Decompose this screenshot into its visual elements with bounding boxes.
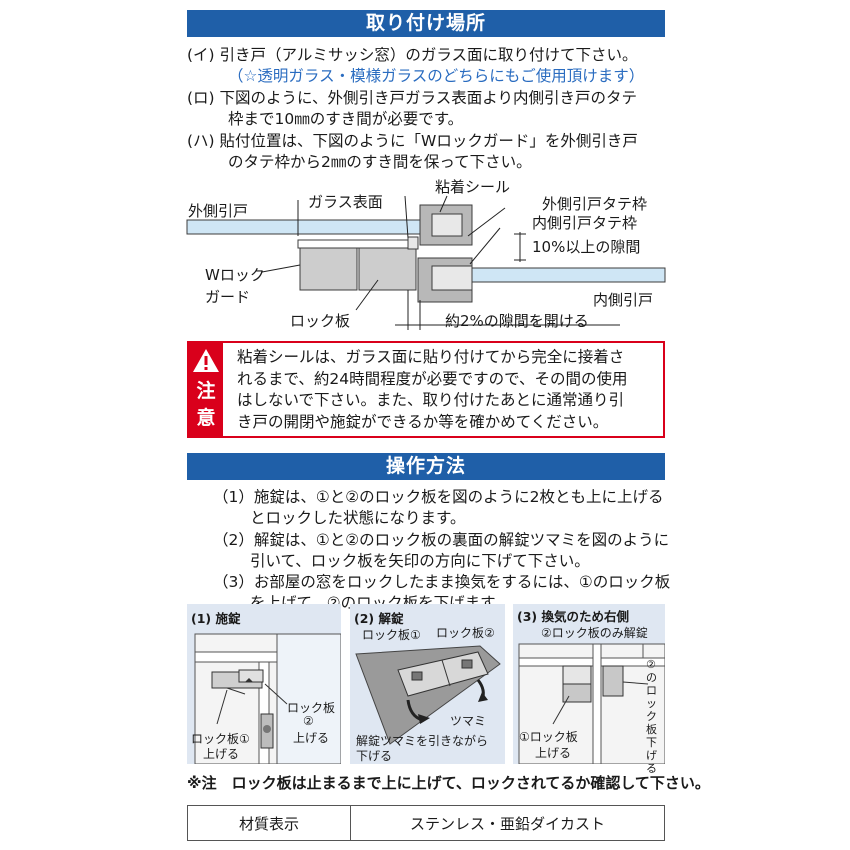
panel-vent-title-a: (3) 換気のため右側	[517, 609, 629, 624]
panel-lock-plate2-a: ロック板	[287, 701, 336, 715]
caution-line-2: れるまで、約24時間程度が必要ですので、その間の使用	[237, 369, 628, 388]
panel-unlock-illustration	[355, 645, 501, 745]
warning-triangle-icon	[193, 349, 219, 372]
install-item-ro-cont: 枠まで10㎜のすき間が必要です。	[228, 110, 464, 128]
install-item-i: (イ) 引き戸（アルミサッシ窓）のガラス面に取り付けて下さい。	[187, 46, 638, 64]
panel-vent-title-b: ②ロック板のみ解錠	[541, 626, 648, 640]
install-item-ha: (ハ) 貼付位置は、下図のように「Wロックガード」を外側引き戸	[187, 132, 638, 150]
operation-step-3: （3）お部屋の窓をロックしたまま換気をするには、①のロック板	[213, 573, 671, 591]
panel-lock-plate1-b: 上げる	[203, 747, 240, 761]
label-outer-door: 外側引戸	[188, 202, 249, 220]
panel-lock-plate2-b: ②	[303, 714, 314, 728]
panel-vent-plate2-vertical: ②のロック板下げる	[646, 658, 657, 775]
label-glass-surface: ガラス表面	[308, 193, 383, 211]
panel-lock-illustration	[194, 633, 341, 764]
panel-unlock: (2) 解錠 ロック板① ロック板② ツマミ 解錠ツマミを引きながら 下げる	[350, 604, 505, 764]
panel-unlock-knob: ツマミ	[450, 714, 487, 728]
operation-step-1: （1）施錠は、①と②のロック板を図のように2枚とも上に上げる	[213, 488, 664, 506]
panel-lock-title: (1) 施錠	[191, 611, 241, 626]
panel-vent-plate1-b: 上げる	[535, 746, 572, 760]
caution-side-bar: 注 意	[189, 343, 223, 436]
label-inner-door: 内側引戸	[593, 291, 654, 309]
operation-step-1-cont: とロックした状態になります。	[250, 509, 466, 527]
panel-lock-plate1-a: ロック板①	[191, 732, 250, 746]
caution-icon-char-1: 注	[196, 380, 216, 402]
label-inner-frame: 内側引戸タテ枠	[532, 214, 638, 232]
panel-unlock-title: (2) 解錠	[354, 611, 404, 626]
material-value: ステンレス・亜鉛ダイカスト	[350, 805, 665, 841]
label-outer-frame: 外側引戸タテ枠	[542, 195, 648, 213]
panel-unlock-note-b: 下げる	[356, 749, 393, 763]
caution-line-3: はしないで下さい。また、取り付けたあとに通常通り引	[237, 391, 625, 409]
label-lock-plate: ロック板	[290, 312, 351, 330]
operation-step-2: （2）解錠は、①と②のロック板の裏面の解錠ツマミを図のように	[213, 531, 670, 549]
label-w-lock-1: Wロック	[205, 266, 265, 284]
caution-line-1: 粘着シールは、ガラス面に貼り付けてから完全に接着さ	[237, 348, 625, 366]
operation-section-header: 操作方法	[187, 453, 665, 480]
caution-line-4: き戸の開閉や施錠ができるか等を確かめてください。	[237, 412, 609, 431]
caution-icon-char-2: 意	[196, 407, 216, 429]
install-item-ro: (ロ) 下図のように、外側引き戸ガラス表面より内側引き戸のタテ	[187, 89, 637, 107]
panel-unlock-plate1: ロック板①	[362, 628, 421, 642]
label-gap-10: 10%以上の隙間	[532, 238, 641, 256]
operation-step-2-cont: 引いて、ロック板を矢印の方向に下げて下さい。	[250, 552, 590, 570]
caution-box: 注 意 粘着シールは、ガラス面に貼り付けてから完全に接着さ れるまで、約24時間…	[187, 341, 665, 438]
install-item-i-note: （☆透明ガラス・模様ガラスのどちらにもご使用頂けます）	[228, 67, 645, 85]
panel-vent: (3) 換気のため右側 ②ロック板のみ解錠 ①ロック板 上げる ②のロック板下げ…	[513, 604, 665, 775]
install-section-header: 取り付け場所	[187, 10, 665, 37]
material-row: 材質表示 ステンレス・亜鉛ダイカスト	[187, 805, 665, 841]
panel-lock: (1) 施錠 ロック板① 上げる ロック板 ② 上げる	[187, 604, 341, 764]
caution-text: 粘着シールは、ガラス面に貼り付けてから完全に接着さ れるまで、約24時間程度が必…	[237, 347, 628, 433]
panel-lock-plate2-c: 上げる	[293, 731, 330, 745]
panel-unlock-note-a: 解錠ツマミを引きながら	[356, 734, 489, 748]
label-adhesive-seal: 粘着シール	[435, 178, 511, 196]
install-item-ha-cont: のタテ枠から2㎜のすき間を保って下さい。	[228, 153, 532, 171]
panel-vent-plate1-a: ①ロック板	[519, 730, 578, 744]
material-table: 材質表示 ステンレス・亜鉛ダイカスト	[187, 805, 665, 841]
footnote: ※注 ロック板は止まるまで上に上げて、ロックされてるか確認して下さい。	[187, 774, 710, 792]
label-gap-2: 約2%の隙間を開ける	[445, 312, 589, 330]
panel-unlock-plate2: ロック板②	[436, 626, 495, 640]
panel-vent-illustration	[518, 643, 665, 764]
material-label: 材質表示	[187, 805, 351, 841]
label-w-lock-2: ガード	[205, 288, 251, 306]
